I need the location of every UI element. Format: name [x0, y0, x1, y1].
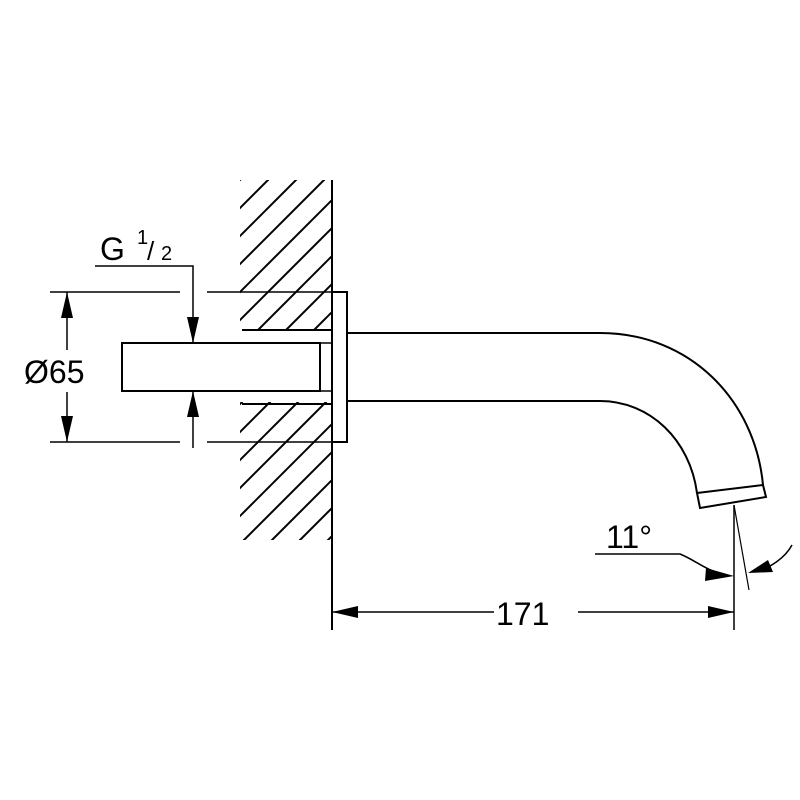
spout-outlet — [695, 483, 768, 510]
hatch-line — [240, 423, 332, 540]
connection-pipe — [121, 342, 321, 392]
arrowheads — [61, 292, 773, 618]
hatch-line — [240, 395, 332, 540]
pipe-end-cap — [319, 342, 333, 392]
flange — [331, 291, 348, 443]
hatch-line — [240, 180, 332, 277]
hatch-line — [240, 367, 332, 529]
hatch-line — [240, 180, 332, 333]
thread-label: G — [100, 231, 125, 267]
hatch-line — [240, 180, 332, 305]
thread-fraction-denominator: 2 — [161, 243, 172, 265]
thread-fraction-slash: / — [147, 236, 155, 266]
angle-label: 11° — [606, 519, 652, 555]
angle-leader — [595, 553, 726, 576]
hatch-line — [240, 339, 332, 501]
hatch-line — [240, 199, 332, 361]
diameter-label: Ø65 — [24, 354, 84, 390]
hatch-line — [240, 535, 332, 540]
spout-inner-contour — [347, 400, 698, 494]
hatch-line — [200, 564, 360, 724]
thread-fraction-numerator: 1 — [137, 227, 148, 249]
hatch-line — [240, 227, 332, 389]
hatch-line — [240, 451, 332, 540]
spout-outer-contour — [347, 332, 764, 486]
length-label: 171 — [496, 596, 549, 632]
thread-leader — [95, 265, 194, 343]
